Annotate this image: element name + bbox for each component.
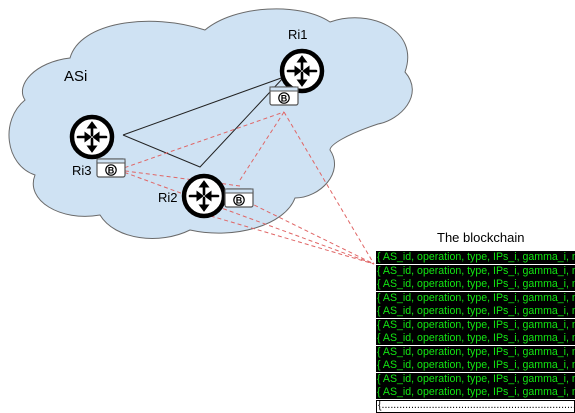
svg-text:B: B <box>281 94 288 104</box>
router-label-ri1: Ri1 <box>288 27 308 42</box>
blockchain-list: { AS_id, operation, type, IPs_i, gamma_i… <box>376 251 575 413</box>
svg-text:B: B <box>236 196 243 206</box>
blockchain-entry: { AS_id, operation, type, IPs_i, gamma_i… <box>376 372 575 386</box>
bitcoin-wallet-icon: B <box>224 188 254 208</box>
blockchain-entry: { AS_id, operation, type, IPs_i, gamma_i… <box>376 305 575 318</box>
bitcoin-wallet-icon: B <box>96 158 126 178</box>
blockchain-entry: { AS_id, operation, type, IPs_i, gamma_i… <box>376 318 575 332</box>
router-label-ri3: Ri3 <box>72 163 92 178</box>
link-ri3-ri1 <box>122 76 285 168</box>
blockchain-entry: { AS_id, operation, type, IPs_i, gamma_i… <box>376 345 575 359</box>
link-ri3-ri1-dashed <box>117 111 285 171</box>
blockchain-entry-pending: {.......................................… <box>376 399 575 413</box>
svg-text:B: B <box>108 166 115 176</box>
link-ri2-chain-dashed <box>247 201 375 265</box>
router-label-ri2: Ri2 <box>158 190 178 205</box>
blockchain-entry: { AS_id, operation, type, IPs_i, gamma_i… <box>376 332 575 345</box>
blockchain-title: The blockchain <box>437 230 525 245</box>
blockchain-entry: { AS_id, operation, type, IPs_i, gamma_i… <box>376 386 575 399</box>
blockchain-entry: { AS_id, operation, type, IPs_i, gamma_i… <box>376 359 575 372</box>
blockchain-entry: { AS_id, operation, type, IPs_i, gamma_i… <box>376 264 575 278</box>
link-ri3-chain-dashed <box>117 169 375 265</box>
link-ri2b-chain-dashed <box>203 213 375 265</box>
blockchain-entry: { AS_id, operation, type, IPs_i, gamma_i… <box>376 291 575 305</box>
router-icon <box>282 51 322 91</box>
router-icon <box>72 117 112 157</box>
router-icon <box>184 176 224 216</box>
as-label: ASi <box>64 68 88 85</box>
link-ri1-chain-dashed <box>283 111 375 265</box>
blockchain-entry: { AS_id, operation, type, IPs_i, gamma_i… <box>376 278 575 291</box>
bitcoin-wallet-icon: B <box>269 86 299 106</box>
blockchain-entry: { AS_id, operation, type, IPs_i, gamma_i… <box>376 251 575 264</box>
